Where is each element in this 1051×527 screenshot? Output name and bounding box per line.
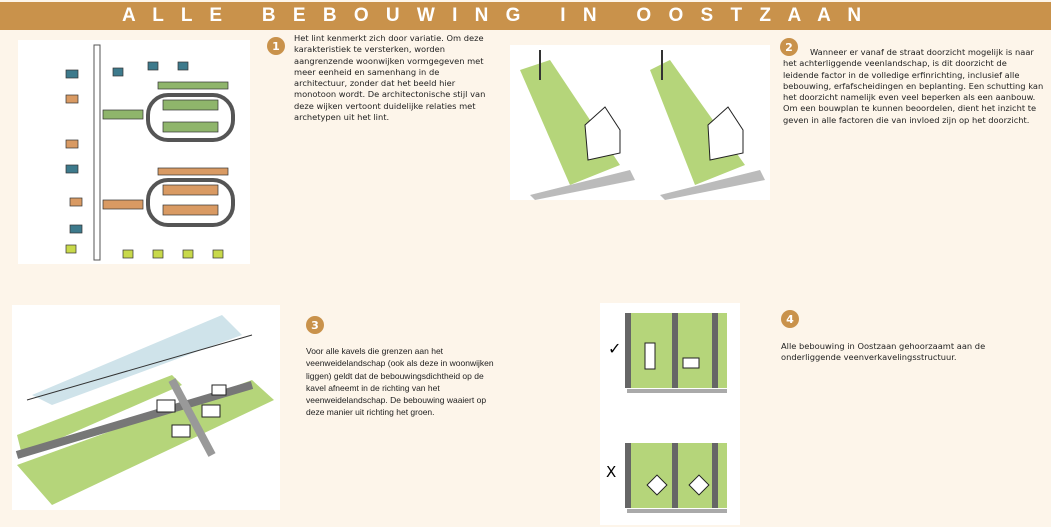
page-header: A L L E B E B O U W I N G I N O O S T Z …	[0, 2, 1051, 30]
parcel-orientation-drawing	[625, 313, 727, 513]
page-title: A L L E B E B O U W I N G I N O O S T Z …	[122, 5, 868, 26]
section-number-2: 2	[780, 38, 798, 56]
section-number-3: 3	[306, 316, 324, 334]
section-3-text: Voor alle kavels die grenzen aan het vee…	[306, 346, 494, 418]
approved-check-mark: ✓	[608, 339, 622, 358]
section-2-paragraph: Wanneer er vanaf de straat doorzicht mog…	[783, 47, 1044, 125]
landscape-illustration	[12, 305, 280, 510]
section-2-text: Wanneer er vanaf de straat doorzicht mog…	[783, 47, 1045, 126]
parcel-orientation-illustration: ✓ X	[600, 303, 740, 525]
view-through-drawing	[520, 50, 765, 200]
plan-map-illustration	[18, 40, 250, 264]
section-number-1: 1	[267, 37, 285, 55]
section-1-text: Het lint kenmerkt zich door variatie. Om…	[294, 33, 486, 123]
neighbourhood-plan-drawing	[65, 44, 235, 261]
view-through-illustration	[510, 45, 770, 200]
fanning-buildings-drawing	[15, 315, 274, 505]
section-number-4: 4	[781, 310, 799, 328]
section-4-text: Alle bebouwing in Oostzaan gehoorzaamt a…	[781, 341, 986, 363]
rejected-x-mark: X	[606, 463, 617, 481]
